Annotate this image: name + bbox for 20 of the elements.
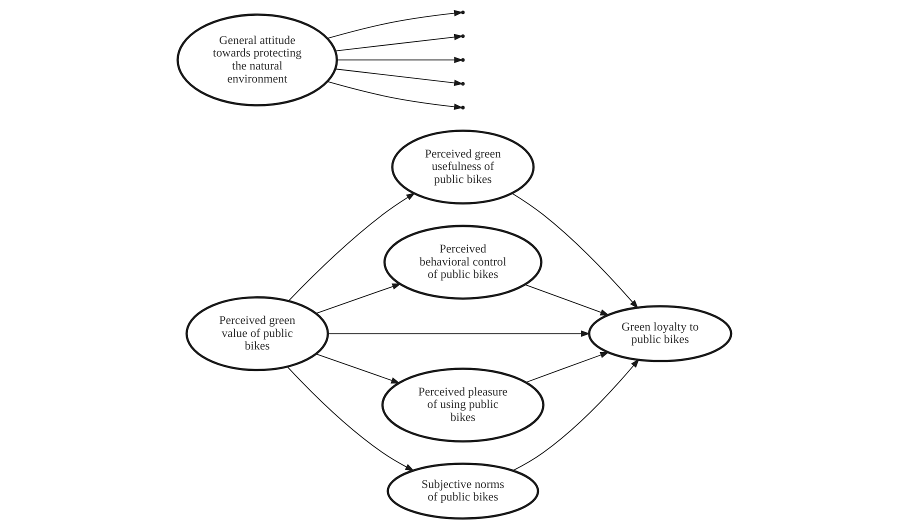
arrow [326, 10, 463, 39]
arrow [334, 68, 463, 86]
arrow [336, 56, 463, 64]
node-ellipse: Perceived green value of public bikes [185, 296, 329, 372]
arrow [524, 352, 609, 383]
arrow [326, 81, 463, 110]
node-ellipse: Perceived green usefulness of public bikes [390, 130, 534, 205]
arrow [511, 192, 638, 309]
node-ellipse: Perceived behavioral control of public bikes [382, 224, 542, 300]
arrow [287, 192, 415, 302]
node-ellipse: Green loyalty to public bikes [588, 305, 732, 362]
node-ellipse: Perceived pleasure of using public bikes [380, 368, 544, 443]
arrow [334, 34, 463, 52]
arrow [315, 353, 400, 384]
node-ellipse: General attitude towards protecting the natural environment [176, 14, 338, 106]
arrow [286, 366, 414, 472]
arrow [524, 284, 609, 316]
arrow [315, 284, 401, 314]
arrow [327, 330, 590, 337]
arrow [512, 358, 639, 472]
